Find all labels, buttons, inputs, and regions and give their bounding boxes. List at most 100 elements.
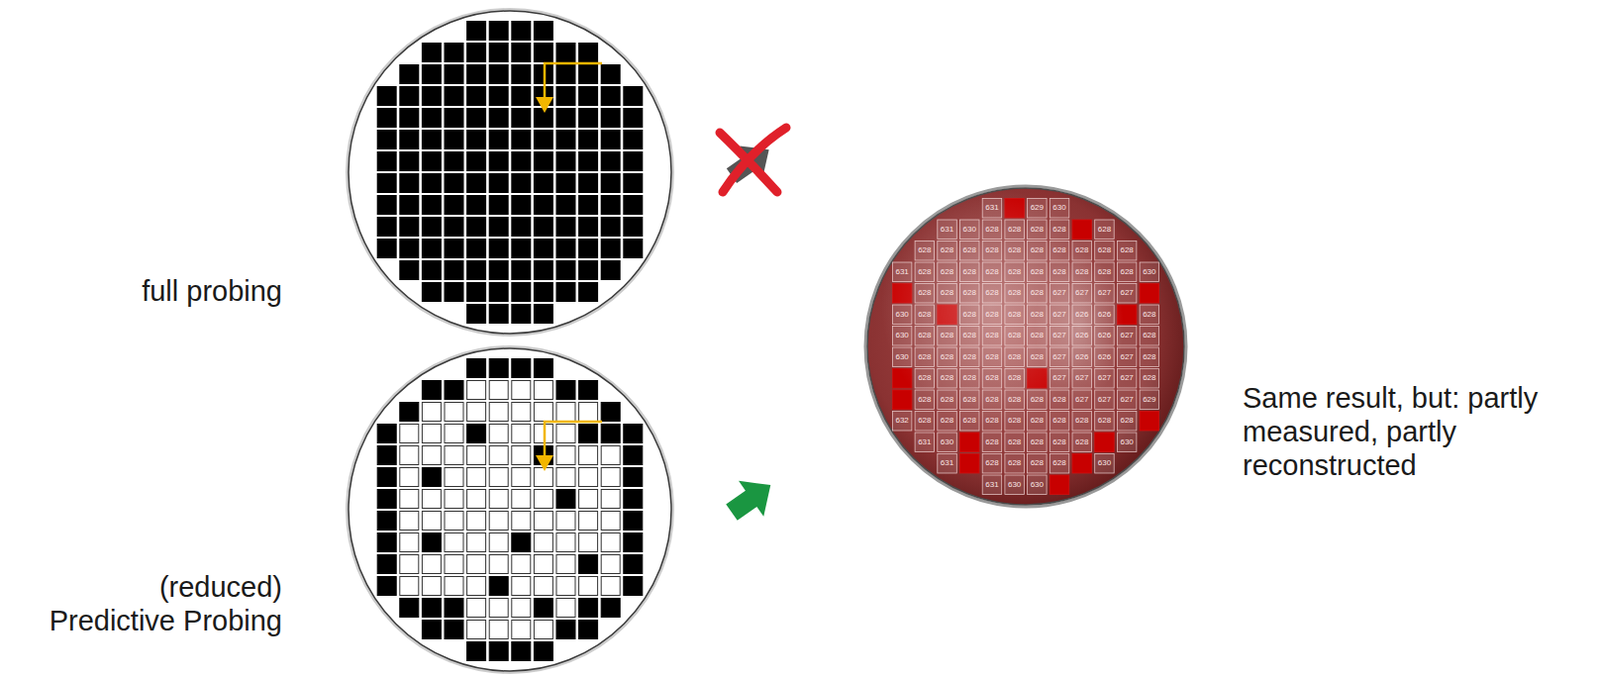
probed-die	[421, 64, 442, 85]
predicted-die	[489, 446, 508, 466]
probed-die	[444, 216, 465, 237]
caption-label: full probing	[141, 274, 283, 308]
probed-die	[600, 599, 620, 618]
die-value: 632	[891, 415, 913, 426]
probed-die	[556, 86, 577, 106]
die-value: 628	[1003, 245, 1026, 256]
failed-die	[960, 454, 981, 475]
probed-die	[623, 468, 643, 488]
probed-die	[556, 381, 576, 400]
probed-die	[578, 173, 599, 194]
wafer-gloss	[1034, 252, 1124, 401]
probed-die	[444, 195, 465, 215]
die-value: 628	[913, 395, 936, 405]
predicted-die	[579, 446, 599, 466]
die-value: 627	[1093, 395, 1115, 405]
predicted-die	[421, 490, 441, 509]
probed-die	[421, 129, 442, 150]
probed-die	[556, 260, 577, 281]
die-value: 626	[1093, 352, 1115, 363]
probed-die	[377, 173, 398, 194]
probed-die	[421, 107, 442, 128]
die-value: 628	[1048, 395, 1071, 405]
die-value: 628	[913, 267, 936, 278]
die-value: 628	[1003, 415, 1026, 426]
probed-die	[399, 64, 419, 85]
probed-die	[377, 446, 397, 466]
probed-die	[377, 533, 397, 553]
probed-die	[489, 238, 509, 259]
probed-die	[466, 86, 487, 106]
wafer-shadow	[865, 186, 1187, 507]
probed-die	[533, 20, 554, 41]
predicted-die	[467, 446, 487, 466]
die-value: 628	[913, 415, 936, 426]
die-value: 628	[981, 224, 1003, 235]
probed-die	[600, 195, 621, 215]
die-value: 630	[1025, 480, 1048, 491]
die-value: 628	[1025, 437, 1048, 448]
probed-die	[578, 86, 599, 106]
probed-die	[421, 381, 441, 400]
probed-die	[399, 86, 419, 106]
failed-die	[1049, 475, 1070, 496]
predicted-die	[511, 577, 531, 597]
die-value: 628	[1025, 309, 1048, 320]
die-value: 628	[1048, 245, 1071, 256]
probed-die	[444, 86, 465, 106]
die-value: 627	[1093, 373, 1115, 384]
probed-die	[444, 42, 465, 63]
probed-die	[533, 238, 554, 259]
die-value: 628	[936, 267, 959, 278]
die-value: 628	[958, 309, 981, 320]
probed-die	[510, 151, 531, 172]
die-value: 628	[1025, 288, 1048, 299]
predicted-die	[444, 555, 464, 575]
predicted-die	[489, 381, 508, 400]
probed-die	[510, 303, 531, 324]
probed-die	[600, 151, 621, 172]
die-value: 628	[1048, 267, 1071, 278]
predicted-die	[533, 620, 553, 640]
predicted-die	[400, 511, 419, 531]
probed-die	[466, 195, 487, 215]
die-value: 627	[1048, 330, 1071, 341]
probed-die	[622, 129, 643, 150]
die-value: 628	[936, 395, 959, 405]
probed-die	[533, 129, 554, 150]
probed-die	[421, 151, 442, 172]
die-value: 630	[1138, 267, 1161, 278]
probed-die	[444, 173, 465, 194]
die-value: 628	[1115, 267, 1138, 278]
probed-die	[600, 424, 620, 444]
predicted-die	[489, 402, 508, 422]
die-value: 628	[1003, 267, 1026, 278]
probed-die	[377, 107, 398, 128]
red-cross	[719, 127, 787, 193]
probe-arrowhead	[535, 455, 554, 472]
probed-die	[556, 64, 577, 85]
probed-die	[622, 195, 643, 215]
probed-die	[444, 238, 465, 259]
predicted-die	[400, 555, 419, 575]
die-value: 630	[958, 224, 981, 235]
predicted-die	[467, 402, 487, 422]
probed-die	[533, 260, 554, 281]
die-value: 626	[1071, 352, 1094, 363]
die-value: 626	[1093, 309, 1115, 320]
probed-die	[600, 216, 621, 237]
failed-die	[892, 390, 912, 410]
probed-die	[511, 359, 531, 379]
predicted-die	[400, 424, 419, 444]
probe-path	[535, 63, 602, 472]
predicted-die	[421, 446, 441, 466]
predicted-die	[556, 468, 576, 488]
predicted-die	[556, 555, 576, 575]
probed-die	[466, 260, 487, 281]
die-value: 628	[1138, 330, 1161, 341]
die-value: 627	[1115, 288, 1138, 299]
die-value: 628	[913, 288, 936, 299]
predicted-die	[533, 490, 553, 509]
probed-die	[623, 490, 643, 509]
